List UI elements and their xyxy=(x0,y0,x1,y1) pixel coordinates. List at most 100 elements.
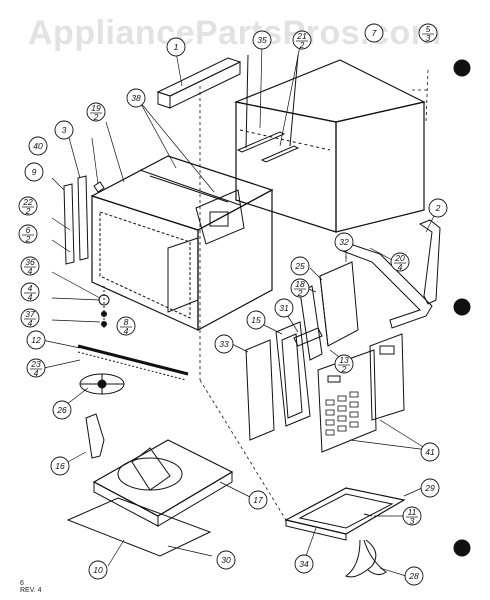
callout-sub-label: 2 xyxy=(25,206,31,216)
revision-block: 6 REV. 4 xyxy=(20,580,42,594)
callout-sub-label: 2 xyxy=(297,288,303,298)
callout-22: 222 xyxy=(18,196,38,216)
callout-28: 28 xyxy=(404,566,424,586)
callout-label: 12 xyxy=(31,335,41,345)
callout-sub-label: 2 xyxy=(93,112,99,122)
callout-sub-label: 4 xyxy=(124,326,129,336)
callout-label: 22 xyxy=(22,197,33,207)
callout-41: 41 xyxy=(420,442,440,462)
callout-circle xyxy=(24,162,44,182)
callout-circle xyxy=(214,334,234,354)
callout-sub-label: 4 xyxy=(28,318,33,328)
callout-sub-label: 4 xyxy=(28,292,33,302)
callout-label: 19 xyxy=(91,103,101,113)
callout-sub-label: 3 xyxy=(410,516,415,526)
callout-label: 30 xyxy=(221,555,231,565)
callout-label: 29 xyxy=(424,483,435,493)
callout-sub-label: 4 xyxy=(28,266,33,276)
sheet-number: 6 xyxy=(20,580,24,587)
top-rail-part-1 xyxy=(156,57,242,109)
callout-31: 31 xyxy=(274,298,294,318)
motor-bracket-part-16 xyxy=(85,413,105,459)
oven-cavity-chassis xyxy=(90,155,274,332)
callout-3: 3 xyxy=(54,120,74,140)
callout-17: 17 xyxy=(248,490,268,510)
rod-part-12 xyxy=(77,344,189,376)
door-frame-part-15 xyxy=(275,321,311,427)
callout-sub-label: 4 xyxy=(34,368,39,378)
callout-circle xyxy=(334,232,354,252)
callout-label: 3 xyxy=(62,125,67,135)
callout-10: 10 xyxy=(88,560,108,580)
callout-25: 25 xyxy=(290,256,310,276)
callout-15: 15 xyxy=(246,310,266,330)
side-strip-part-9 xyxy=(63,183,75,265)
callout-circle xyxy=(216,550,236,570)
callout-34: 34 xyxy=(294,554,314,574)
callout-label: 6 xyxy=(26,225,31,235)
callout-label: 20 xyxy=(394,253,405,263)
callout-circle xyxy=(246,310,266,330)
callout-label: 11 xyxy=(408,507,417,517)
callout-21: 212 xyxy=(292,30,312,50)
callout-label: 18 xyxy=(295,279,305,289)
callout-circle xyxy=(390,252,410,272)
callout-label: 33 xyxy=(219,339,229,349)
callout-circle xyxy=(334,354,354,374)
callout-circle xyxy=(18,196,38,216)
callout-circle xyxy=(26,330,46,350)
callout-circle xyxy=(126,88,146,108)
callout-8: 84 xyxy=(116,316,136,336)
callout-23: 234 xyxy=(26,358,46,378)
callout-circle xyxy=(404,566,424,586)
callout-circle xyxy=(290,278,310,298)
callout-label: 21 xyxy=(296,31,307,41)
callout-label: 1 xyxy=(174,42,179,52)
callout-5: 53 xyxy=(418,23,438,43)
callout-label: 34 xyxy=(299,559,309,569)
callout-33: 33 xyxy=(214,334,234,354)
base-tray-part-17 xyxy=(92,439,234,527)
outer-cabinet-part-7 xyxy=(233,59,426,233)
callout-label: 35 xyxy=(257,35,267,45)
callout-40: 40 xyxy=(28,136,48,156)
callout-circle xyxy=(274,298,294,318)
callout-20: 204 xyxy=(390,252,410,272)
bracket-part-21 xyxy=(260,145,300,163)
callout-label: 31 xyxy=(279,303,289,313)
callout-6: 62 xyxy=(18,224,38,244)
callout-circle xyxy=(86,102,106,122)
door-panel-part-33 xyxy=(245,339,275,441)
callout-sub-label: 4 xyxy=(398,262,403,272)
callout-label: 23 xyxy=(30,359,41,369)
callout-11: 113 xyxy=(402,506,422,526)
punch-hole-bottom xyxy=(453,539,471,557)
callout-label: 25 xyxy=(294,261,305,271)
callout-circle xyxy=(52,400,72,420)
callout-label: 41 xyxy=(425,447,435,457)
callout-circle xyxy=(252,30,272,50)
callout-label: 13 xyxy=(339,355,349,365)
callout-circle xyxy=(428,198,448,218)
revision-label: REV. 4 xyxy=(20,587,42,594)
callout-circle xyxy=(26,358,46,378)
glass-sheet-part-10 xyxy=(66,497,212,557)
callout-label: 40 xyxy=(33,141,43,151)
callout-19: 192 xyxy=(86,102,106,122)
callout-label: 2 xyxy=(435,203,441,213)
callout-sub-label: 2 xyxy=(299,40,305,50)
callout-35: 35 xyxy=(252,30,272,50)
punch-hole-top xyxy=(453,59,471,77)
callout-2: 2 xyxy=(428,198,448,218)
callout-16: 16 xyxy=(50,456,70,476)
callout-label: 9 xyxy=(32,167,37,177)
callout-4: 44 xyxy=(20,282,40,302)
callout-26: 26 xyxy=(52,400,72,420)
screw-part-11 xyxy=(363,513,373,517)
callout-circle xyxy=(364,23,384,43)
callout-circle xyxy=(28,136,48,156)
callout-circle xyxy=(420,442,440,462)
callout-circle xyxy=(50,456,70,476)
callout-13: 132 xyxy=(334,354,354,374)
